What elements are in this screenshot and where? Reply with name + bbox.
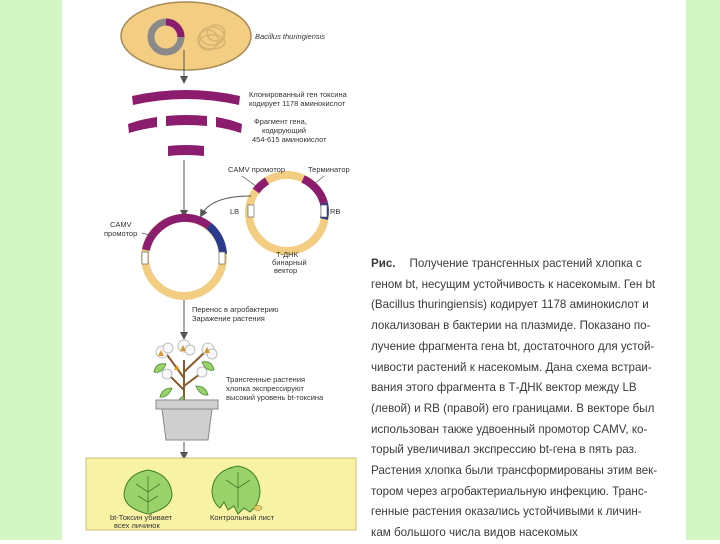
caption-line: чивости растений к насекомым. Дана схема…	[371, 358, 681, 379]
figure-caption: Рис. Получение трансгенных растений хлопк…	[371, 254, 681, 544]
transgenic-label-2: хлопка экспрессируют	[226, 384, 304, 393]
caption-line: геном bt, несущим устойчивость к насеком…	[371, 275, 681, 296]
t-dna-vector	[248, 175, 327, 251]
cloned-gene-arc	[132, 90, 240, 105]
cotton-plant	[154, 340, 217, 406]
bt-leaf-label-2: всех личинок	[114, 521, 160, 530]
figure-label: Рис.	[371, 257, 396, 270]
caption-line: торый увеличивал экспрессию bt-гена в пя…	[371, 440, 681, 461]
cloned-gene-label-1: Клонированный ген токсина	[249, 90, 348, 99]
caption-line: генные растения оказались устойчивыми к …	[371, 502, 681, 523]
transgenic-label-3: высокий уровень bt-токсина	[226, 393, 324, 402]
bacterium-cell	[121, 2, 251, 70]
caption-line: вания этого фрагмента в Т-ДНК вектор меж…	[371, 378, 681, 399]
caption-line: кам большого числа видов насекомых	[371, 523, 681, 544]
recombinant-plasmid	[142, 218, 225, 296]
caption-line: (левой) и RB (правой) его границами. В в…	[371, 399, 681, 420]
agro-label-1: Перенос в агробактерию	[192, 305, 279, 314]
flower-pot	[156, 400, 218, 440]
caption-line: Растения хлопка были трансформированы эт…	[371, 461, 681, 482]
control-leaf-label: Контрольный лист	[210, 513, 275, 522]
fragment-label-2: кодирующий	[262, 126, 306, 135]
caption-line: (Bacillus thuringiensis) кодирует 1178 а…	[371, 295, 681, 316]
left-green-band	[0, 0, 62, 540]
camv-promoter-label-2: промотор	[104, 229, 137, 238]
rb-label: RB	[330, 207, 340, 216]
agro-label-2: Заражение растения	[192, 314, 265, 323]
tdna-label-3: вектор	[274, 266, 297, 275]
selected-fragment	[168, 145, 204, 156]
caption-line: Рис. Получение трансгенных растений хлопк…	[371, 254, 681, 275]
terminator-label: Терминатор	[308, 165, 350, 174]
caption-line: локализован в бактерии на плазмиде. Пока…	[371, 316, 681, 337]
promoter-label: CAMV промотор	[228, 165, 285, 174]
arrow-vector-to-plasmid	[202, 196, 251, 214]
fragment-label-1: Фрагмент гена,	[254, 117, 307, 126]
bacterium-label: Bacillus thuringiensis	[255, 32, 325, 41]
transgenic-label-1: Трансгенные растения	[226, 375, 305, 384]
gene-fragments	[128, 115, 242, 133]
fragment-label-3: 454-615 аминокислот	[252, 135, 327, 144]
cloned-gene-label-2: кодирует 1178 аминокислот	[249, 99, 346, 108]
promoter-pointer	[242, 176, 256, 186]
lb-label: LB	[230, 207, 239, 216]
caption-line: тором через агробактериальную инфекцию. …	[371, 482, 681, 503]
caption-line-text: Получение трансгенных растений хлопка с	[410, 257, 642, 270]
terminator-pointer	[314, 176, 324, 184]
caption-line: использован также удвоенный промотор CAM…	[371, 420, 681, 441]
right-green-band	[686, 0, 720, 540]
caption-line: лучение фрагмента гена bt, достаточного …	[371, 337, 681, 358]
camv-promoter-label-1: CAMV	[110, 220, 132, 229]
